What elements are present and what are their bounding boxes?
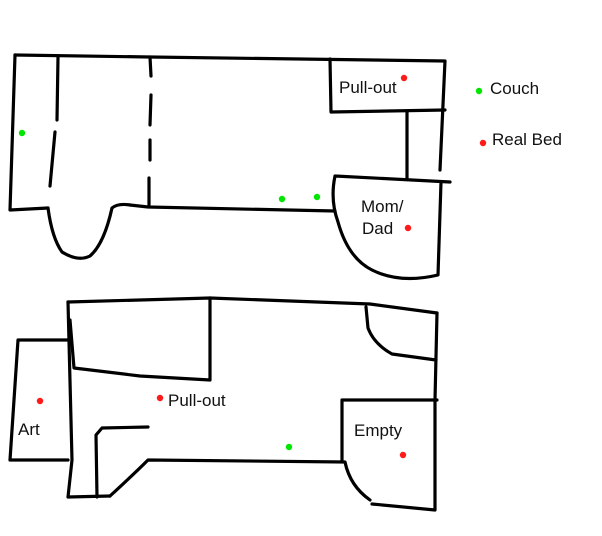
legend-couch-label: Couch (490, 79, 539, 98)
lower-outer-wall-right (370, 311, 439, 512)
lower-bottom-bump (108, 458, 372, 502)
upper-floor-plan (8, 53, 452, 281)
lower-floor-plan (8, 296, 439, 512)
real-bed-marker (156, 394, 164, 402)
lower-art-room-wall (8, 338, 72, 462)
couch-marker (313, 193, 321, 201)
legend-couch-marker (475, 87, 483, 95)
upper-outer-wall-left (8, 53, 50, 212)
couch-marker (278, 195, 286, 203)
lower-hallway-wall (94, 425, 150, 499)
upper-master-room-wall (331, 174, 452, 281)
upper-outer-wall-top (13, 53, 447, 172)
real-bed-marker (399, 451, 407, 459)
upper-master-label-line2: Dad (362, 219, 393, 238)
lower-empty-room-wall (340, 398, 439, 462)
legend-real-bed-marker (479, 139, 487, 147)
couch-marker (18, 129, 26, 137)
real-bed-marker (36, 397, 44, 405)
lower-corner-closet-wall (364, 305, 438, 362)
upper-dashed-divider (147, 55, 153, 208)
upper-left-divider (48, 55, 60, 188)
lower-art-label: Art (18, 420, 40, 439)
upper-pullout-label: Pull-out (339, 78, 397, 97)
legend-real-bed-label: Real Bed (492, 130, 562, 149)
lower-pullout-room-wall (68, 296, 212, 382)
lower-outer-wall-top (66, 296, 439, 315)
real-bed-marker (400, 74, 408, 82)
real-bed-marker (404, 224, 412, 232)
lower-empty-label: Empty (354, 421, 403, 440)
lower-pullout-label: Pull-out (168, 391, 226, 410)
upper-left-bump (46, 202, 132, 260)
couch-marker (285, 443, 293, 451)
upper-master-label-line1: Mom/ (361, 197, 404, 216)
upper-outer-wall-bottom (128, 203, 337, 213)
lower-left-wall (66, 300, 112, 499)
